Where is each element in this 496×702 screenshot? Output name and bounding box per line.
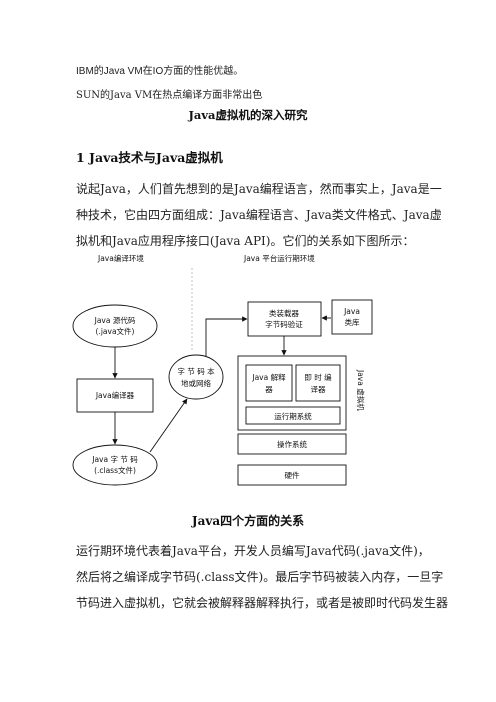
class-loader-box: [247, 301, 322, 337]
java-library-label: Java: [343, 307, 360, 316]
paragraph-runtime: 运行期环境代表着Java平台，开发人员编写Java代码(.java文件)， 然后…: [76, 538, 449, 616]
bytecode-network-label: 字 节 码 本: [177, 366, 215, 376]
java-library-label-2: 类库: [345, 317, 360, 327]
paragraph-line: 然后将之编译成字节码(.class文件)。最后字节码被装入内存，一旦字: [76, 570, 444, 584]
paragraph-intro: 说起Java，人们首先想到的是Java编程语言，然而事实上，Java是一 种技术…: [76, 176, 442, 254]
paragraph-line: 拟机和Java应用程序接口(Java API)。它们的关系如下图所示：: [76, 234, 415, 248]
class-file-label: Java 字 节 码: [91, 454, 138, 464]
class-file-ext: (.class文件): [94, 465, 136, 475]
document-title: Java虚拟机的深入研究: [188, 108, 308, 122]
runtime-system-box: [245, 406, 341, 425]
paragraph-line: 说起Java，人们首先想到的是Java编程语言，然而事实上，Java是一: [76, 182, 442, 196]
source-code-label: Java 源代码: [94, 315, 136, 325]
jvm-vertical-label: Java 虚拟机: [356, 369, 366, 411]
java-library-box: [331, 299, 373, 335]
compile-env-label: Java编译环境: [97, 253, 144, 263]
operating-system-box: [237, 433, 347, 455]
paragraph-line: 种技术，它由四方面组成：Java编程语言、Java类文件格式、Java虚: [76, 208, 442, 222]
arrow-class-to-network: [149, 398, 188, 453]
hardware-label: 硬件: [285, 470, 300, 480]
figure-caption: Java四个方面的关系: [191, 514, 305, 528]
paragraph-line: 节码进入虚拟机，它就会被解释器解释执行，或者是被即时代码发生器: [76, 596, 449, 610]
interpreter-label: Java 解释: [251, 372, 286, 382]
operating-system-label: 操作系统: [277, 439, 307, 449]
jit-compiler-label-2: 译器: [311, 385, 326, 394]
intro-line-sun: SUN的Java VM在热点编译方面非常出色: [76, 90, 263, 101]
intro-line-ibm: IBM的Java VM在IO方面的性能优越。: [76, 66, 244, 77]
paragraph-line: 运行期环境代表着Java平台，开发人员编写Java代码(.java文件)，: [76, 544, 430, 558]
interpreter-box: [245, 364, 293, 402]
jit-compiler-label: 即 时 编: [304, 372, 331, 382]
section-heading: 1 Java技术与Java虚拟机: [76, 150, 223, 165]
bytecode-verifier-label: 字节码验证: [265, 319, 303, 329]
class-file-node: [72, 444, 158, 486]
runtime-env-label: Java 平台运行期环境: [243, 253, 315, 263]
hardware-box: [237, 464, 347, 486]
arrow-network-to-loader: [205, 316, 248, 356]
source-code-node: [72, 304, 158, 348]
compiler-label: Java编译器: [95, 390, 135, 400]
interpreter-label-2: 器: [265, 385, 273, 394]
class-loader-label: 类装载器: [269, 308, 299, 318]
bytecode-network-label-2: 地或网络: [181, 378, 211, 388]
source-code-ext: (.java文件): [96, 326, 135, 336]
bytecode-network-node: [168, 354, 224, 400]
runtime-system-label: 运行期系统: [274, 411, 312, 421]
jit-compiler-box: [295, 364, 341, 402]
